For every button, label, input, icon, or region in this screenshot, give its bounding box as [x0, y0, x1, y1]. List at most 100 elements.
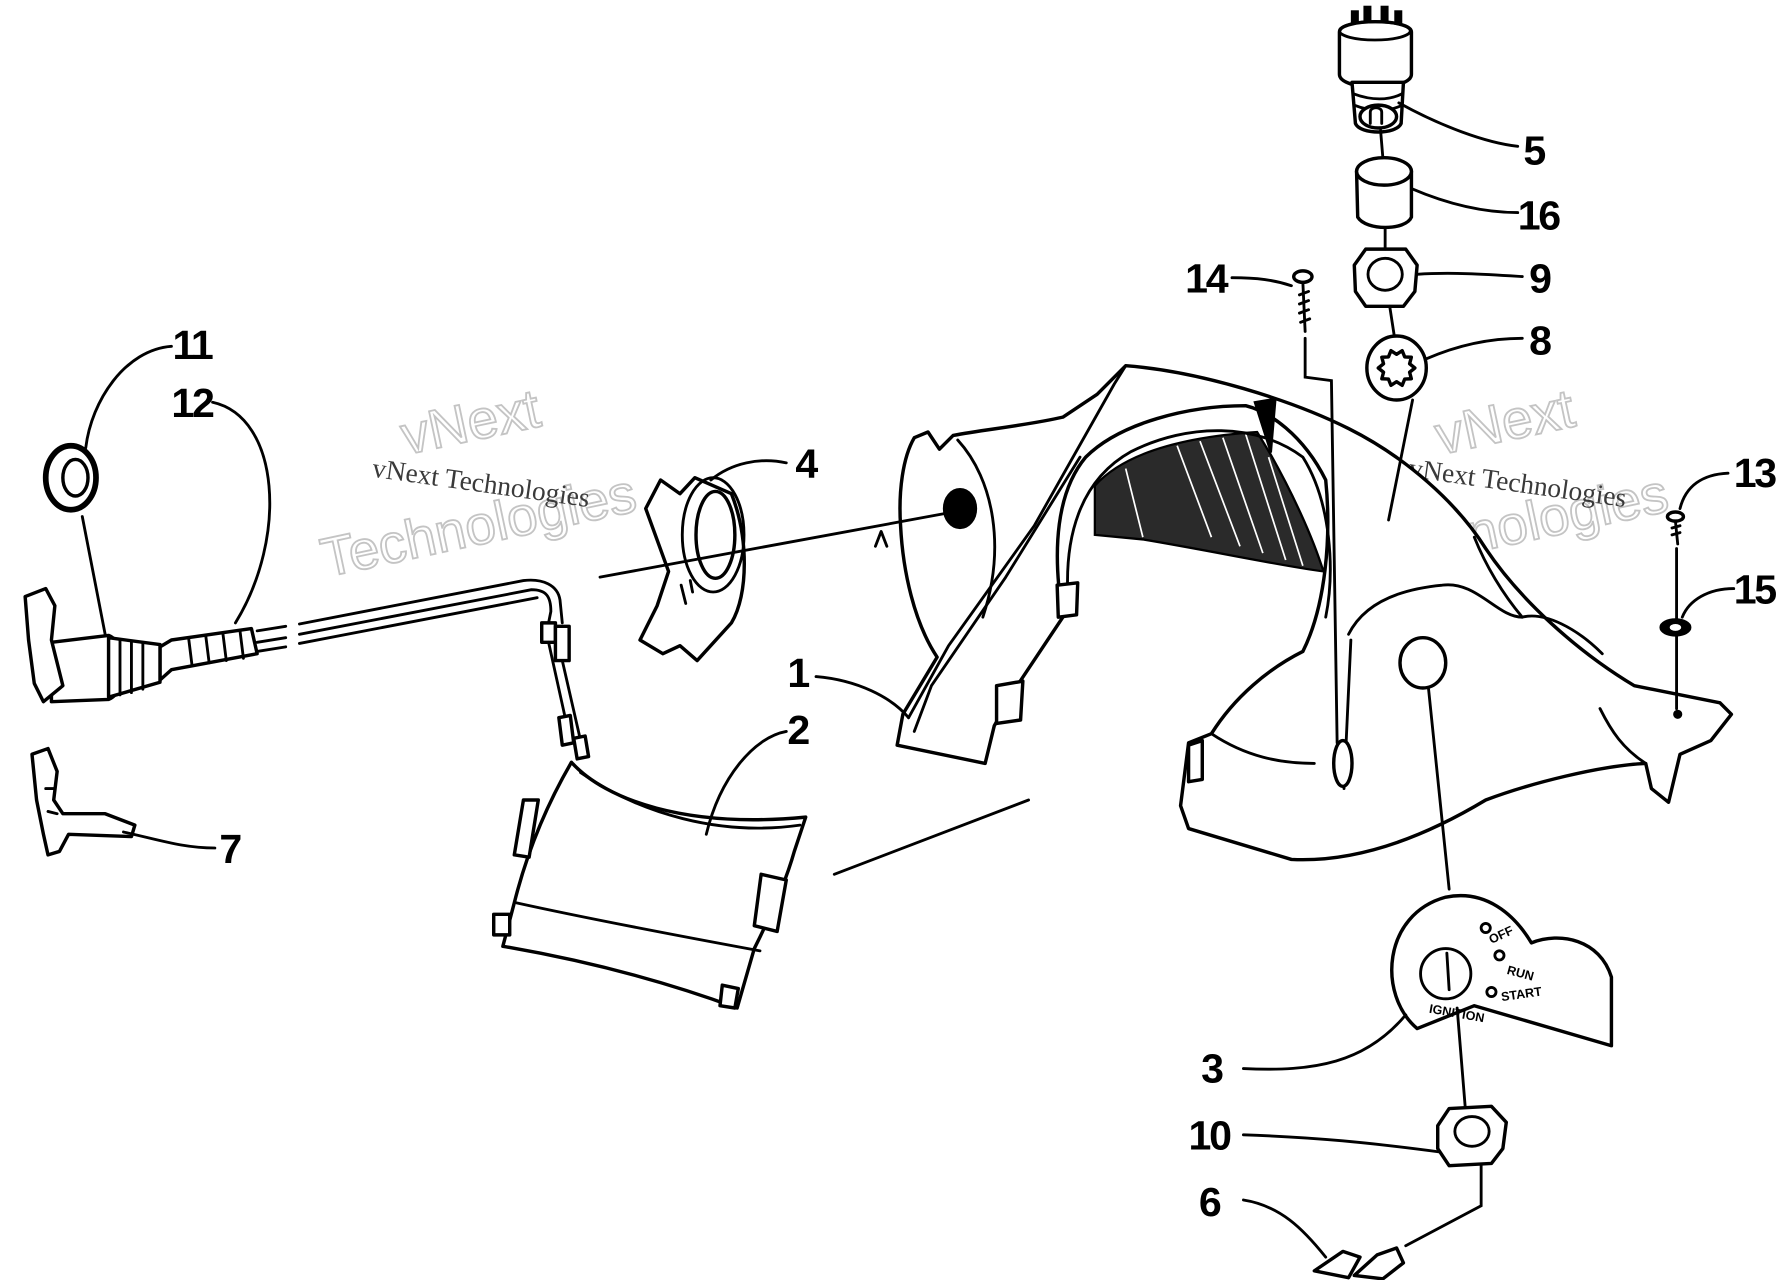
housing-part-1: [873, 363, 1734, 862]
callout-leaders: [84, 101, 1736, 1259]
nut-hex: [1352, 247, 1419, 308]
callout-4: 4: [795, 441, 818, 487]
start-label: START: [1500, 985, 1543, 1005]
key: [1352, 1246, 1406, 1280]
screw-shank: [1298, 280, 1312, 333]
callout-14: 14: [1185, 256, 1229, 302]
cover-tab: [752, 872, 788, 934]
cover-alignment-line: [832, 798, 1030, 876]
callout-labels: 5 16 9 8 14 11 12 4 13 15 1 2 7 3 10 6: [171, 128, 1778, 1225]
leader-2: [704, 729, 788, 836]
switch-body: [1337, 20, 1414, 89]
ignition-axis-lower: [1455, 1006, 1467, 1108]
lobe-face-line: [956, 438, 997, 619]
watermark-word-vnext: vNext: [395, 377, 545, 467]
ring-inner: [61, 457, 90, 498]
off-indicator: [1479, 922, 1492, 934]
washer-hole: [1669, 624, 1682, 631]
leader-16: [1410, 187, 1520, 214]
nut-part-9: [1352, 247, 1419, 308]
run-indicator: [1493, 949, 1506, 962]
cable-fitting: [553, 624, 571, 663]
leader-14: [1230, 276, 1293, 288]
nut-part-10: [1435, 1104, 1508, 1168]
throttle-assembly-part-12: [23, 578, 591, 761]
cover-part-2: [491, 760, 808, 1010]
body-tab: [1186, 738, 1204, 784]
ignition-key-slot: [1445, 951, 1451, 992]
cylinder-ribs: [187, 629, 245, 667]
sleeve-body: [1354, 169, 1414, 230]
callout-12: 12: [171, 380, 214, 426]
cable-wire: [547, 640, 582, 742]
ring-axis: [80, 515, 107, 636]
lever-body: [30, 746, 137, 857]
body-bottom-line: [1210, 707, 1648, 765]
arch-rim-line: [1066, 429, 1332, 619]
leader-8: [1424, 336, 1524, 361]
star-washer-teeth: [1376, 348, 1417, 388]
leader-13: [1678, 471, 1730, 510]
start-indicator: [1485, 986, 1498, 998]
arm-tab: [1055, 581, 1080, 619]
run-label: RUN: [1506, 963, 1536, 984]
leader-15: [1680, 587, 1736, 619]
callout-10: 10: [1189, 1113, 1232, 1159]
flange-edge-line: [1472, 535, 1524, 619]
cable-line: [255, 588, 553, 644]
screw-shank: [1670, 519, 1682, 546]
leader-6: [1242, 1198, 1328, 1259]
watermark-left: vNext Technologies vNext Technologies: [314, 376, 642, 590]
housing-outline: [895, 363, 1734, 862]
nut-bore: [1366, 256, 1404, 292]
ring-part-11: [42, 442, 99, 513]
leader-12: [211, 400, 272, 625]
leader-3: [1242, 1013, 1408, 1071]
leader-11: [84, 344, 173, 450]
sleeve-top: [1354, 156, 1414, 187]
gasket-part-4: [638, 475, 746, 663]
washer-part-8: [1365, 334, 1428, 402]
callout-15: 15: [1734, 566, 1777, 612]
lever-detail: [44, 787, 59, 816]
arch-shadow: [1093, 430, 1326, 573]
leader-5: [1397, 101, 1520, 148]
gasket-mark: [679, 579, 694, 605]
callout-9: 9: [1529, 256, 1551, 302]
ignition-key-circle: [1419, 947, 1473, 1001]
mount-slot: [1332, 738, 1354, 788]
switch-part-5: [1337, 5, 1414, 134]
cable-fitting: [540, 621, 558, 644]
lever-part-7: [30, 746, 137, 857]
cover-tab: [491, 912, 512, 937]
nut-bore: [1453, 1115, 1491, 1148]
callout-6: 6: [1199, 1179, 1221, 1225]
callout-8: 8: [1529, 317, 1551, 363]
throttle-collar: [106, 636, 162, 699]
keys-part-6: [1312, 1246, 1406, 1280]
leader-1: [814, 675, 910, 720]
callout-1: 1: [787, 650, 809, 696]
screw-part-13: [1665, 510, 1686, 546]
arm-tab: [994, 679, 1025, 726]
leader-4: [709, 459, 788, 482]
callout-16: 16: [1518, 193, 1561, 239]
arch-shadow-highlights: [1124, 434, 1304, 566]
ignition-axis-upper: [1427, 687, 1451, 891]
gasket-alignment-line: [598, 510, 955, 579]
switch-stack-axis: [1379, 128, 1414, 522]
gasket-ring-inner: [694, 489, 737, 580]
arm-inner-groove: [912, 455, 1082, 733]
collar-ribs: [118, 638, 145, 697]
arm-ridge-line: [907, 364, 1128, 720]
cover-tab: [512, 798, 540, 859]
lobe-hole: [942, 488, 978, 530]
leader-10: [1242, 1133, 1442, 1154]
switch-slot: [1368, 106, 1384, 125]
switch-top: [1338, 20, 1412, 42]
key-axis: [1404, 1164, 1483, 1248]
screw-head: [1292, 269, 1314, 284]
ignition-hole: [1398, 635, 1448, 690]
callout-13: 13: [1734, 450, 1777, 496]
